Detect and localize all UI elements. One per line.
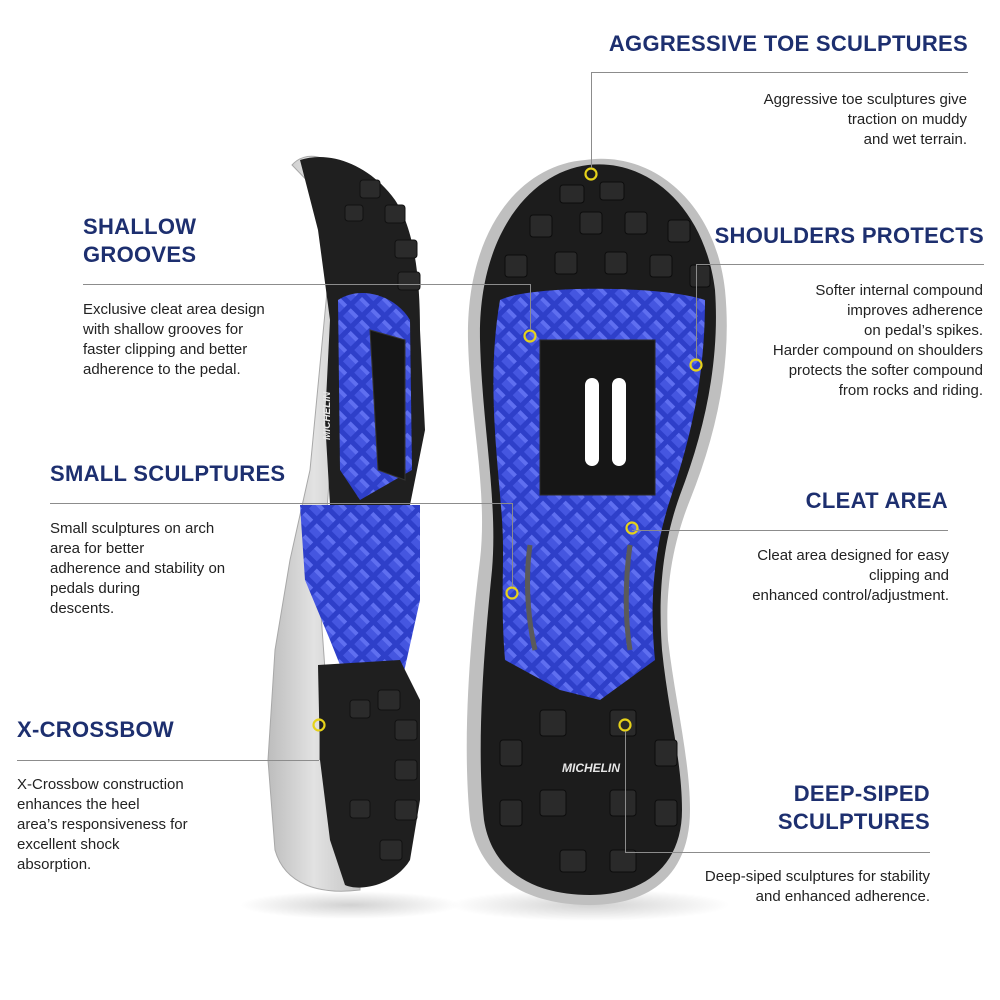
desc-shallow-grooves: Exclusive cleat area design with shallow… <box>83 301 265 378</box>
desc-aggressive-toe: Aggressive toe sculptures give traction … <box>763 91 967 148</box>
leader-small-v <box>512 503 513 587</box>
leader-cleat-h <box>632 530 948 531</box>
heading-cleat-area: CLEAT AREA <box>805 488 948 513</box>
leader-toe-h <box>591 72 968 73</box>
desc-shoulders: Softer internal compound improves adhere… <box>772 282 983 399</box>
leader-crossbow-v <box>319 731 320 760</box>
right-brand-logo: MICHELIN <box>562 761 620 775</box>
desc-cleat-area: Cleat area designed for easy clipping an… <box>752 547 949 604</box>
leader-grooves-h <box>83 284 530 285</box>
heading-small-sculptures: SMALL SCULPTURES <box>50 461 286 486</box>
leader-deep-h <box>625 852 930 853</box>
heading-deep-siped: DEEP-SIPED SCULPTURES <box>777 781 930 834</box>
desc-deep-siped: Deep-siped sculptures for stability and … <box>704 868 930 905</box>
left-shoe-side-view: MICHELIN <box>267 155 425 892</box>
leader-small-h <box>50 503 512 504</box>
marker-aggressive-toe <box>584 167 598 181</box>
heading-aggressive-toe: AGGRESSIVE TOE SCULPTURES <box>608 31 968 56</box>
heading-shallow-grooves: SHALLOW GROOVES <box>83 214 197 267</box>
right-shoe-sole-view: MICHELIN <box>466 158 727 906</box>
marker-deep-siped <box>618 718 632 732</box>
leader-toe-v <box>591 72 592 168</box>
left-shoe-shadow <box>240 891 460 919</box>
leader-shoulders-h <box>696 264 984 265</box>
marker-x-crossbow <box>312 718 326 732</box>
marker-shallow-grooves <box>523 329 537 343</box>
leader-shoulders-v <box>696 264 697 359</box>
leader-deep-v <box>625 731 626 852</box>
heading-x-crossbow: X-CROSSBOW <box>17 717 174 742</box>
marker-cleat-area <box>625 521 639 535</box>
desc-small-sculptures: Small sculptures on arch area for better… <box>50 520 226 617</box>
marker-shoulders <box>689 358 703 372</box>
marker-small-sculptures <box>505 586 519 600</box>
left-brand-logo: MICHELIN <box>322 391 333 440</box>
desc-x-crossbow: X-Crossbow construction enhances the hee… <box>17 776 188 873</box>
heading-shoulders: SHOULDERS PROTECTS <box>714 223 984 248</box>
leader-crossbow-h <box>17 760 319 761</box>
leader-grooves-v <box>530 284 531 330</box>
